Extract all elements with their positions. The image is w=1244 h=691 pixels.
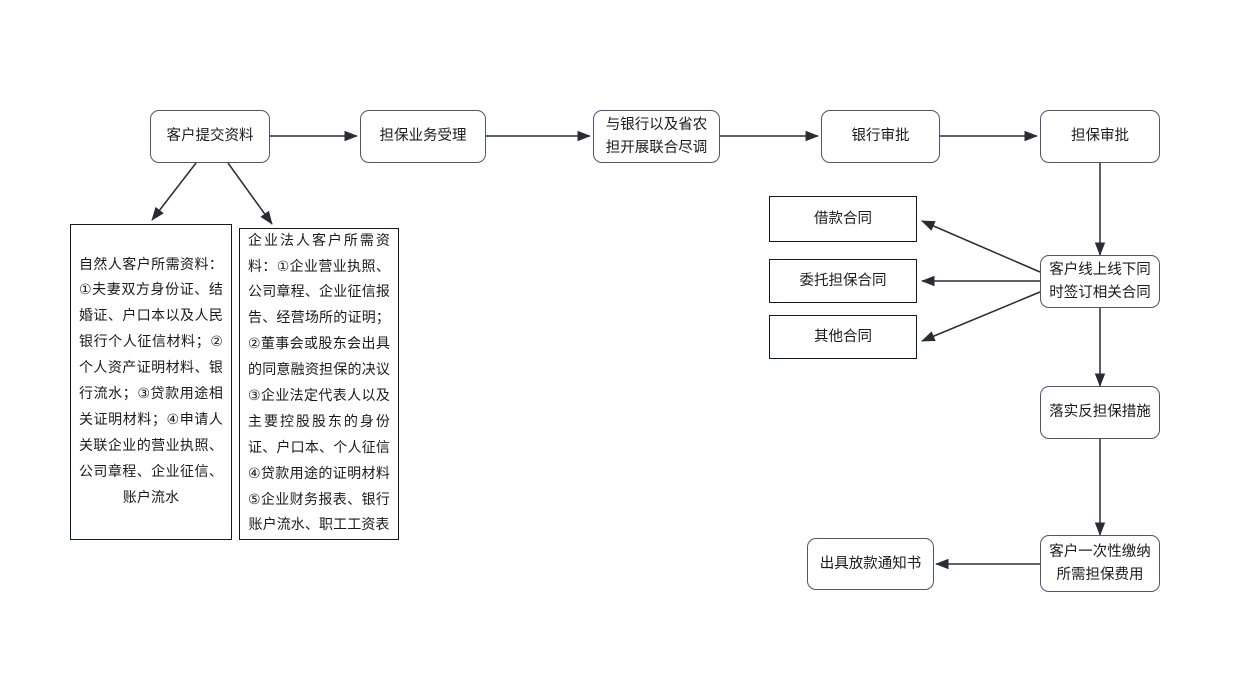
node-issue-loan-notice[interactable]: 出具放款通知书	[807, 538, 934, 590]
edge-customer-submit-to-natural-person-docs	[151, 162, 197, 221]
node-guarantee-accept[interactable]: 担保业务受理	[360, 110, 486, 163]
node-customer-submit[interactable]: 客户提交资料	[150, 110, 270, 163]
node-joint-due-diligence[interactable]: 与银行以及省农 担开展联合尽调	[593, 110, 720, 163]
node-sign-contracts[interactable]: 客户线上线下同 时签订相关合同	[1040, 255, 1160, 308]
node-loan-contract-label: 借款合同	[814, 210, 872, 227]
node-bank-approval-label: 银行审批	[851, 128, 910, 145]
node-natural-person-docs-label: 自然人客户所需资料：①夫妻双方身份证、结婚证、户口本以及人民银行个人征信材料；②…	[79, 256, 223, 506]
node-loan-contract[interactable]: 借款合同	[769, 196, 917, 242]
node-guarantee-accept-label: 担保业务受理	[379, 128, 467, 145]
node-pay-fee-label: 客户一次性缴纳 所需担保费用	[1049, 544, 1151, 583]
node-issue-loan-notice-label: 出具放款通知书	[819, 555, 922, 572]
node-guarantee-approval-label: 担保审批	[1071, 128, 1129, 145]
node-entrust-guarantee-contract[interactable]: 委托担保合同	[769, 259, 917, 303]
node-counter-guarantee-label: 落实反担保措施	[1049, 404, 1151, 421]
node-joint-due-diligence-label: 与银行以及省农 担开展联合尽调	[605, 117, 708, 156]
node-pay-fee[interactable]: 客户一次性缴纳 所需担保费用	[1040, 535, 1160, 592]
node-enterprise-docs-label: 企业法人客户所需资料：①企业营业执照、公司章程、企业征信报告、经营场所的证明；②…	[248, 232, 390, 534]
node-bank-approval[interactable]: 银行审批	[821, 110, 940, 163]
node-counter-guarantee[interactable]: 落实反担保措施	[1040, 386, 1160, 439]
node-enterprise-docs[interactable]: 企业法人客户所需资料：①企业营业执照、公司章程、企业征信报告、经营场所的证明；②…	[239, 228, 399, 540]
node-sign-contracts-label: 客户线上线下同 时签订相关合同	[1049, 262, 1151, 301]
node-other-contract[interactable]: 其他合同	[769, 315, 917, 359]
node-entrust-guarantee-contract-label: 委托担保合同	[799, 272, 887, 289]
node-customer-submit-label: 客户提交资料	[166, 128, 254, 145]
edge-sign-contracts-to-other-contract	[921, 291, 1041, 342]
edge-sign-contracts-to-loan-contract	[921, 220, 1041, 273]
node-guarantee-approval[interactable]: 担保审批	[1040, 110, 1160, 163]
edge-customer-submit-to-enterprise-docs	[227, 162, 273, 225]
node-other-contract-label: 其他合同	[814, 328, 872, 345]
node-natural-person-docs[interactable]: 自然人客户所需资料：①夫妻双方身份证、结婚证、户口本以及人民银行个人征信材料；②…	[70, 224, 232, 540]
